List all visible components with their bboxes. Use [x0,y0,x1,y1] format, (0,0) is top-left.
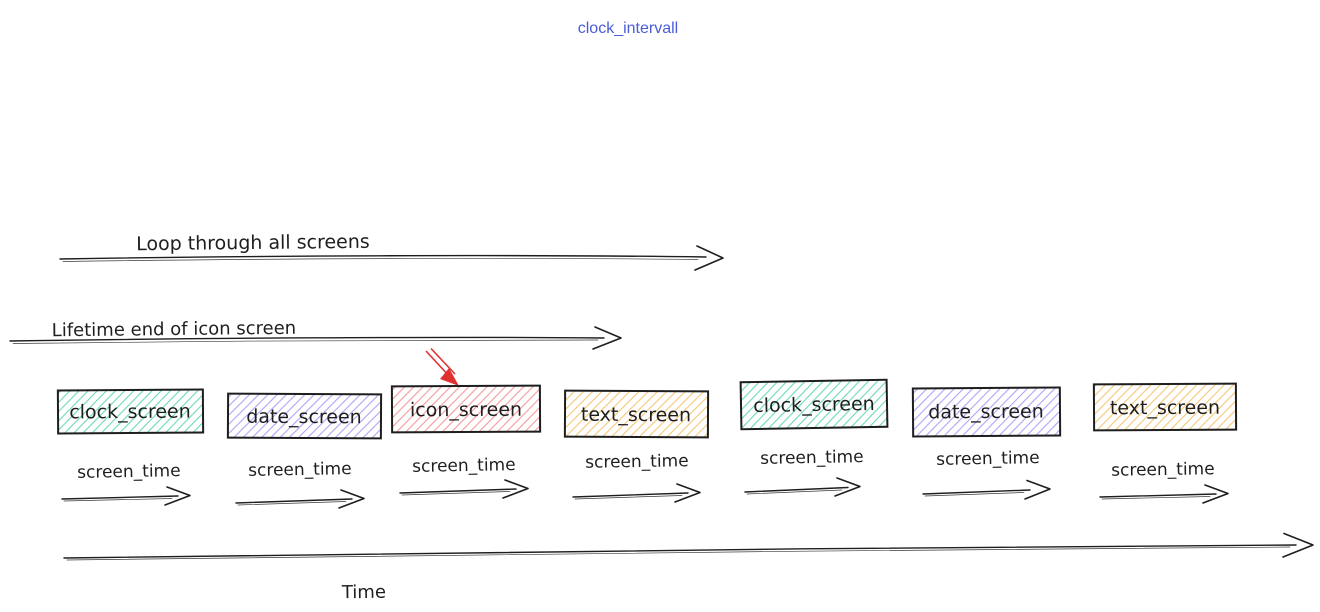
screen-time-label: screen_time [585,451,689,472]
frame-title: clock_intervall [578,20,678,37]
screen-time-group-1: screen_time [61,461,191,506]
screen-time-label: screen_time [1111,459,1215,480]
loop-arrow [59,245,724,271]
lifetime-arrow [9,326,622,350]
screen-box-label: date_screen [928,401,1044,424]
screen-box-label: date_screen [246,406,362,429]
lifetime-arrow-label: Lifetime end of icon screen [52,318,297,342]
screen-box-text-2: text_screen [1092,382,1238,432]
screen-box-label: clock_screen [753,393,875,417]
screen-box-clock-2: clock_screen [739,378,889,431]
screen-box-date-1: date_screen [226,392,383,440]
screen-time-label: screen_time [77,461,181,483]
screen-time-group-7: screen_time [1099,459,1229,504]
screen-box-text-1: text_screen [563,389,710,439]
screen-time-group-3: screen_time [399,455,529,499]
icon-screen-pointer-arrow [425,347,459,386]
screen-box-date-2: date_screen [911,386,1062,438]
screen-box-label: clock_screen [69,401,191,424]
screen-time-label: screen_time [936,448,1040,470]
screen-time-label: screen_time [760,447,864,469]
time-axis-arrow [63,532,1314,561]
screen-time-label: screen_time [248,459,352,481]
loop-arrow-label: Loop through all screens [136,231,370,255]
time-axis-label: Time [341,582,386,604]
screen-time-group-5: screen_time [744,447,864,497]
screen-time-group-6: screen_time [922,448,1051,500]
screen-box-clock-1: clock_screen [56,388,205,435]
screen-time-group-2: screen_time [235,459,365,509]
screen-box-label: text_screen [1110,397,1220,420]
screen-time-label: screen_time [412,455,516,477]
screen-box-label: icon_screen [410,399,522,422]
screen-box-icon: icon_screen [390,384,542,434]
screen-time-group-4: screen_time [572,451,701,503]
screen-box-label: text_screen [581,404,691,427]
